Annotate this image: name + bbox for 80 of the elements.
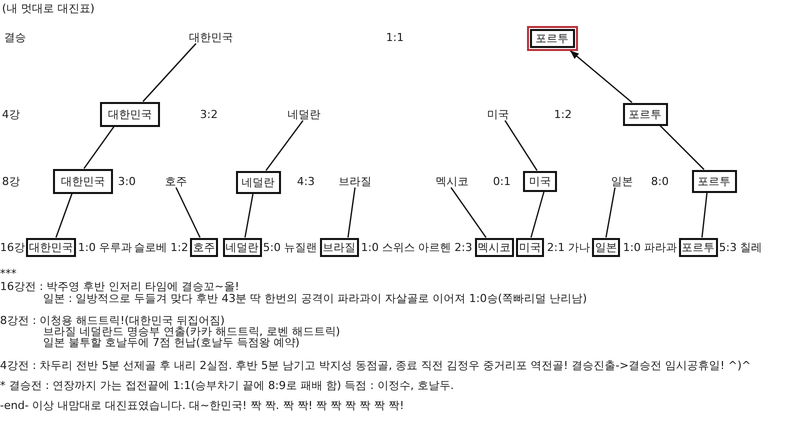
team-name: 멕시코 <box>436 174 468 188</box>
champion-box <box>526 26 578 50</box>
winner-box <box>190 238 218 256</box>
bracket-line <box>530 191 545 238</box>
score-label: 0:1 <box>493 174 511 188</box>
bracket-line <box>450 187 487 238</box>
bracket-line <box>347 187 356 238</box>
winner-box <box>678 238 718 256</box>
note-text: 브라질 네덜란드 명승부 연출(카카 해드트릭, 로벤 해드트릭) <box>43 324 340 338</box>
team-name: 포르투 <box>536 32 568 44</box>
team-name: 멕시코 <box>478 240 510 254</box>
team-name: 미국 <box>487 108 509 120</box>
score-label: 1:2 <box>554 108 572 120</box>
team-name: 대한민국 <box>29 240 73 254</box>
team-name: 네덜란 <box>226 240 258 254</box>
note-text: -end- 이상 내맘대로 대진표였습니다. 대~한민국! 짝 짝. 짝 짝! 짝 짝 짝 짝 짝 짝! <box>0 398 404 412</box>
winner-box <box>692 170 736 192</box>
note-text: * 결승전 : 연장까지 가는 접전끝에 1:1(승부차기 끝에 8:9로 패배 함) 득점 : 이정수, 호날두. <box>0 378 454 392</box>
bracket-line <box>660 125 704 170</box>
team-name: 네덜란 <box>242 176 274 188</box>
score-label: 3:2 <box>200 108 218 120</box>
winner-box <box>523 170 557 192</box>
team-name: 미국 <box>529 174 551 188</box>
match-result: 1:0 우루과 <box>78 240 132 254</box>
team-name: 네덜란 <box>288 108 320 120</box>
team-name: 호주 <box>193 240 215 254</box>
team-name: 대한민국 <box>108 108 152 120</box>
team-name: 일본 <box>595 240 617 254</box>
round-label: 결승 <box>4 30 26 44</box>
bracket-line <box>175 187 201 238</box>
bracket-line <box>605 187 616 238</box>
match-result: 1:0 파라과 <box>623 240 678 254</box>
note-text: 4강전 : 차두리 전반 5분 선제골 후 내리 2실점. 후반 5분 남기고 박지성 동점골, 종료 직전 김정우 중거리포 역전골! 결승진출->결승전 임시공휴일! ^)^ <box>0 358 751 372</box>
team-name: 미국 <box>519 240 541 254</box>
winner-box <box>222 238 262 256</box>
team-name: 대한민국 <box>61 174 105 188</box>
team-name: 호주 <box>165 174 187 188</box>
match-result: 5:0 뉴질랜 <box>263 240 318 254</box>
team-name: 브라질 <box>322 240 356 254</box>
winner-box <box>474 238 514 256</box>
match-result: 2:1 가나 <box>547 240 590 254</box>
winner-box <box>26 238 76 256</box>
winner-box <box>592 238 620 256</box>
note-text: 일본 : 일방적으로 두들겨 맞다 후반 43분 딱 한번의 공격이 파라과이 자살골로 이어져 1:0승(쪽빠리덜 난리남) <box>43 292 587 304</box>
match-result: 슬로베 1:2 <box>134 240 188 254</box>
bracket-line <box>142 43 196 102</box>
bracket-line <box>55 193 73 238</box>
diagram-title: (내 멋대로 대진표) <box>2 2 95 15</box>
winner-box <box>516 238 544 256</box>
match-result: 아르헨 2:3 <box>418 240 472 254</box>
match-result: 5:3 칠레 <box>719 240 762 254</box>
bracket-line <box>244 193 254 238</box>
winner-box <box>53 168 113 194</box>
team-name: 대한민국 <box>189 30 233 44</box>
bracket-line <box>701 192 708 238</box>
score-label: 8:0 <box>651 174 669 188</box>
bracket-line <box>83 126 115 169</box>
winner-box <box>622 102 668 126</box>
bracket-line <box>504 120 538 171</box>
round-label: 16강 <box>0 240 25 254</box>
score-label: 4:3 <box>297 174 315 188</box>
winner-box <box>236 170 280 194</box>
note-text: 8강전 : 이청용 해드트릭!(대한민국 뒤집어짐) <box>0 314 225 326</box>
note-text: 16강전 : 박주영 후반 인저리 타임에 결승꼬~올! <box>0 280 240 292</box>
winner-box <box>100 102 160 126</box>
note-text: 일본 불투할 호날두에 7점 헌납(호날두 득점왕 예약) <box>43 336 300 348</box>
team-name: 포르투 <box>682 240 714 254</box>
team-name: 일본 <box>611 174 633 188</box>
score-label: 3:0 <box>118 174 136 188</box>
arrow <box>570 50 632 103</box>
team-name: 포르투 <box>698 174 730 188</box>
team-name: 포르투 <box>628 108 662 120</box>
round-label: 4강 <box>2 108 20 120</box>
match-result: 1:0 스위스 <box>361 240 416 254</box>
round-label: 8강 <box>2 174 20 188</box>
bracket-line <box>265 120 304 171</box>
team-name: 브라질 <box>338 174 372 188</box>
score-label: 1:1 <box>386 30 404 44</box>
separator-text: *** <box>0 266 16 280</box>
winner-box <box>320 238 358 256</box>
